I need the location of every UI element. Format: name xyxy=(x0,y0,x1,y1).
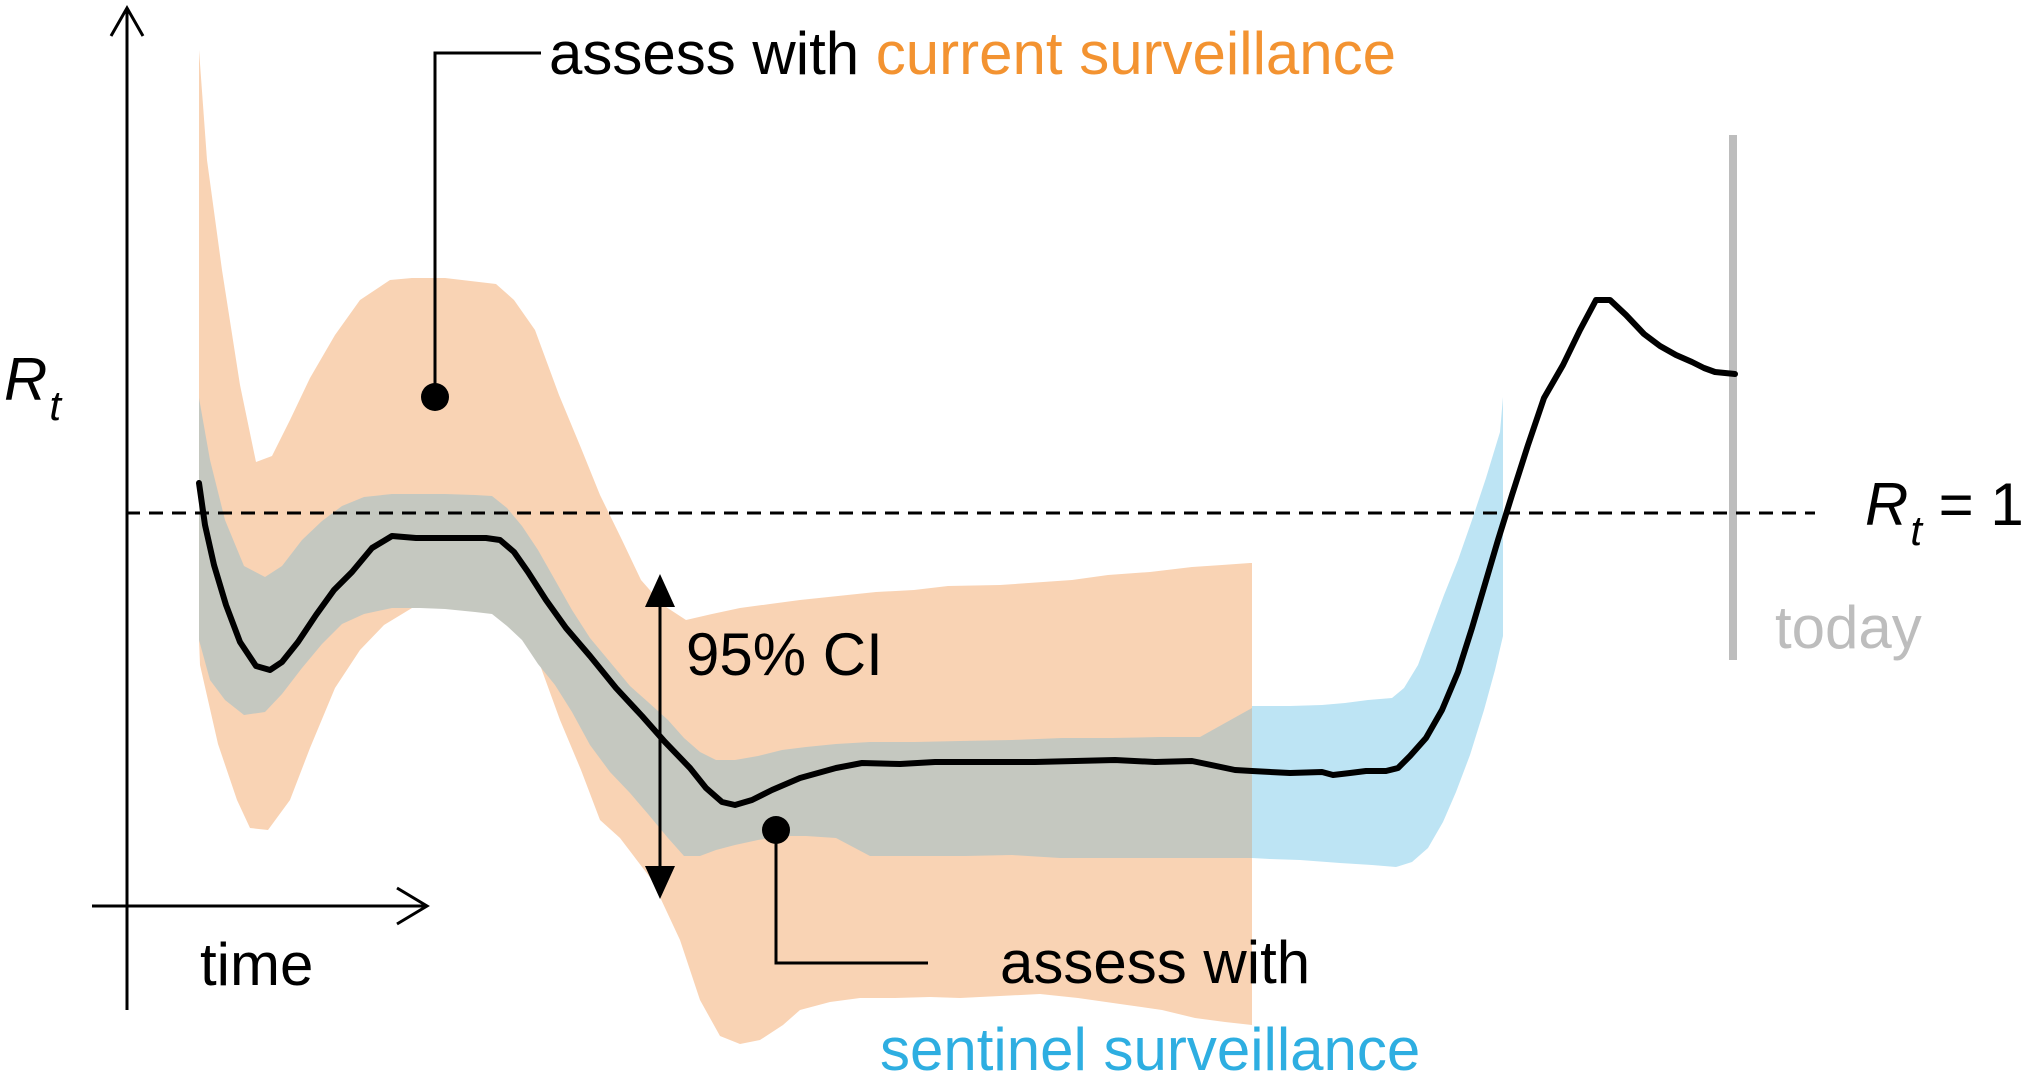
today-label: today xyxy=(1775,594,1922,661)
y-axis-label-main: R xyxy=(4,346,47,413)
top-annotation-leader xyxy=(421,51,541,411)
bottom-annotation-highlight: sentinel surveillance xyxy=(880,1016,1420,1083)
bottom-annotation-line1: assess with xyxy=(1000,929,1310,996)
top-annotation-prefix: assess with xyxy=(549,20,876,87)
top-annotation-highlight: current surveillance xyxy=(876,20,1396,87)
x-axis-label: time xyxy=(200,931,313,998)
top-annotation-text: assess with current surveillance xyxy=(549,20,1396,87)
bottom-annotation-dot xyxy=(762,816,790,844)
ci-arrowhead-up xyxy=(645,574,675,607)
x-axis-arrowhead xyxy=(396,886,430,926)
x-axis xyxy=(92,886,430,926)
y-axis-arrowhead xyxy=(109,4,145,37)
ci-label: 95% CI xyxy=(686,621,883,688)
sentinel-surveillance-band xyxy=(1252,397,1503,867)
rt-estimate-line xyxy=(196,297,1738,808)
threshold-label: Rt = 1 xyxy=(1865,471,2024,554)
overlap-band xyxy=(199,398,1252,858)
ci-arrow xyxy=(645,574,675,899)
y-axis xyxy=(109,4,145,1010)
bottom-annotation-leader xyxy=(762,816,928,965)
y-axis-label-sub: t xyxy=(49,382,63,429)
ci-arrowhead-down xyxy=(645,866,675,899)
threshold-label-main: R xyxy=(1865,471,1908,538)
threshold-label-sub: t xyxy=(1910,507,1924,554)
threshold-label-rest: = 1 xyxy=(1922,471,2024,538)
y-axis-label: Rt xyxy=(4,346,63,429)
top-annotation-dot xyxy=(421,383,449,411)
